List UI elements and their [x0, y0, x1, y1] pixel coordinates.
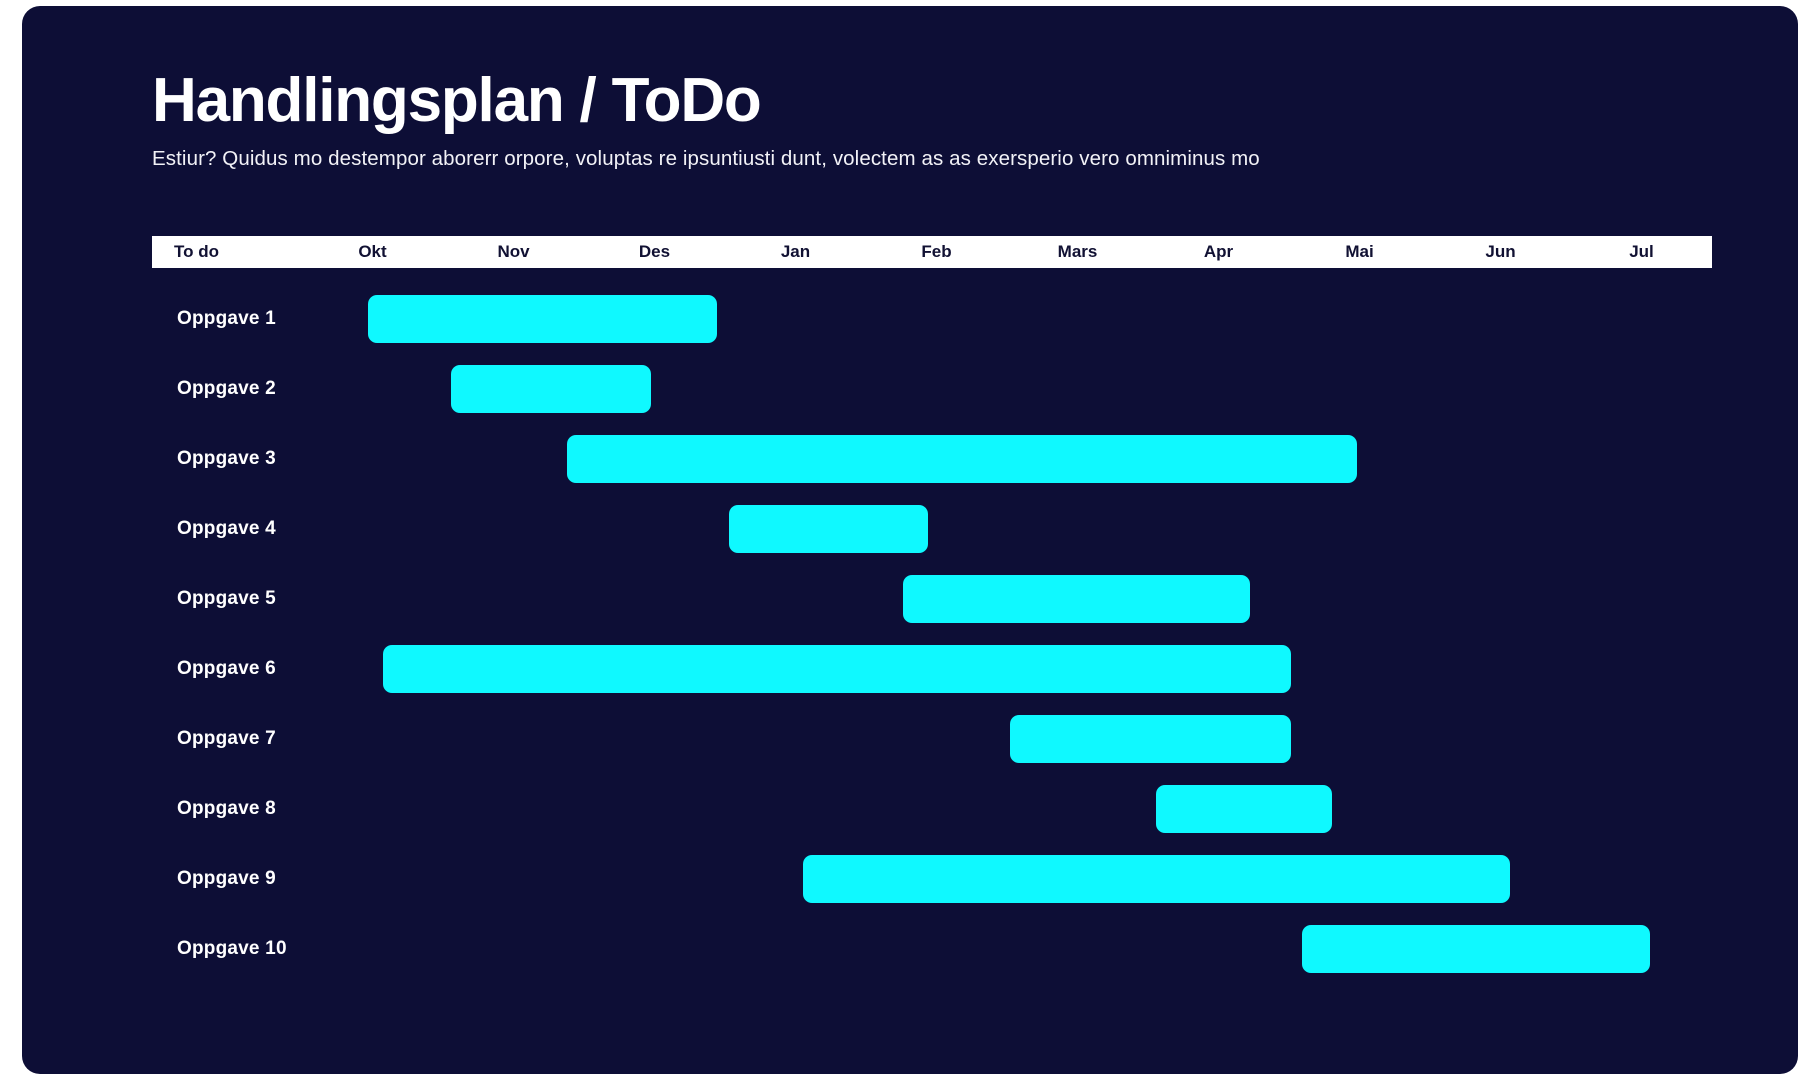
gantt-row: Oppgave 2 — [22, 354, 1798, 424]
column-header-month-feb: Feb — [921, 242, 952, 261]
gantt-row: Oppgave 6 — [22, 634, 1798, 704]
column-header-month-des: Des — [638, 242, 671, 261]
gantt-bar[interactable] — [451, 365, 652, 413]
gantt-row-label: Oppgave 6 — [177, 658, 276, 679]
column-header-month-jan: Jan — [780, 242, 811, 261]
timeline-header-row: To do Okt Nov Des Jan Feb Mars Apr Mai J… — [152, 236, 1712, 272]
gantt-bar-track — [22, 774, 1798, 844]
gantt-row: Oppgave 9 — [22, 844, 1798, 914]
gantt-bar[interactable] — [1302, 925, 1650, 973]
gantt-bar[interactable] — [368, 295, 717, 343]
column-header-month-jun: Jun — [1485, 242, 1516, 261]
page-title: Handlingsplan / ToDo — [152, 66, 762, 135]
gantt-row: Oppgave 8 — [22, 774, 1798, 844]
gantt-row-label: Oppgave 9 — [177, 868, 276, 889]
gantt-bar-track — [22, 634, 1798, 704]
gantt-row-label: Oppgave 1 — [177, 308, 276, 329]
gantt-row-label: Oppgave 5 — [177, 588, 276, 609]
column-header-month-mars: Mars — [1057, 242, 1098, 261]
column-header-month-okt: Okt — [358, 242, 387, 261]
column-header-month-jul: Jul — [1629, 242, 1654, 261]
gantt-bar-track — [22, 844, 1798, 914]
header-block: Handlingsplan / ToDo Estiur? Quidus mo d… — [152, 68, 1752, 171]
gantt-bar-track — [22, 914, 1798, 984]
gantt-row: Oppgave 5 — [22, 564, 1798, 634]
column-header-month-apr: Apr — [1203, 242, 1234, 261]
gantt-row: Oppgave 1 — [22, 284, 1798, 354]
gantt-row: Oppgave 3 — [22, 424, 1798, 494]
gantt-bar[interactable] — [729, 505, 928, 553]
gantt-bar[interactable] — [566, 435, 1357, 483]
gantt-row-label: Oppgave 3 — [177, 448, 276, 469]
gantt-bar-track — [22, 494, 1798, 564]
gantt-row-label: Oppgave 10 — [177, 938, 287, 959]
gantt-row: Oppgave 4 — [22, 494, 1798, 564]
gantt-bar[interactable] — [382, 645, 1291, 693]
gantt-bar-track — [22, 564, 1798, 634]
column-header-month-mai: Mai — [1345, 242, 1374, 261]
gantt-row: Oppgave 10 — [22, 914, 1798, 984]
column-header-month-nov: Nov — [497, 242, 530, 261]
gantt-bar-track — [22, 704, 1798, 774]
gantt-row: Oppgave 7 — [22, 704, 1798, 774]
gantt-bar-track — [22, 354, 1798, 424]
column-header-todo: To do — [174, 242, 219, 261]
gantt-bar-track — [22, 424, 1798, 494]
gantt-row-label: Oppgave 2 — [177, 378, 276, 399]
gantt-bar[interactable] — [802, 855, 1511, 903]
gantt-row-label: Oppgave 7 — [177, 728, 276, 749]
gantt-bar[interactable] — [1010, 715, 1291, 763]
page-subtitle: Estiur? Quidus mo destempor aborerr orpo… — [152, 147, 1260, 171]
gantt-rows: Oppgave 1 Oppgave 2 Oppgave 3 Oppgave 4 Oppg… — [22, 284, 1798, 984]
gantt-row-label: Oppgave 4 — [177, 518, 276, 539]
gantt-bar-track — [22, 284, 1798, 354]
gantt-bar[interactable] — [1155, 785, 1332, 833]
gantt-bar[interactable] — [903, 575, 1250, 623]
gantt-row-label: Oppgave 8 — [177, 798, 276, 819]
gantt-card: Handlingsplan / ToDo Estiur? Quidus mo d… — [22, 6, 1798, 1074]
